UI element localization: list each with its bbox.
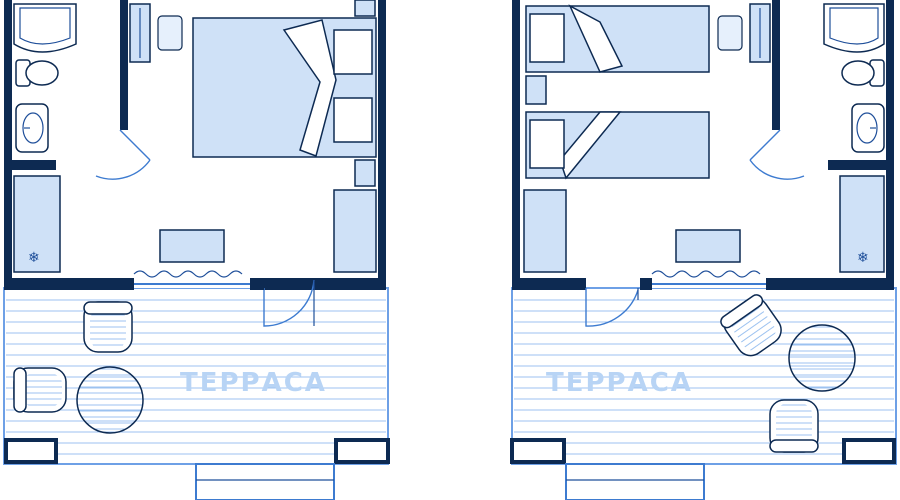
sink-icon — [15, 103, 49, 153]
room-double: ТЕРРАСА — [3, 0, 390, 500]
single-bed[interactable] — [525, 111, 710, 180]
sink-icon — [851, 103, 885, 153]
room-twin: ТЕРРАСА — [510, 0, 897, 500]
terrace-table[interactable] — [788, 324, 856, 392]
terrace-right: ТЕРРАСА — [510, 287, 897, 500]
double-bed[interactable] — [192, 17, 377, 158]
terrace-left: ТЕРРАСА — [3, 287, 390, 500]
terrace-chair[interactable] — [719, 293, 787, 361]
fridge[interactable]: ❄ — [839, 175, 885, 273]
terrace-label: ТЕРРАСА — [546, 368, 693, 398]
snowflake-icon: ❄ — [28, 250, 40, 266]
terrace-chair[interactable] — [769, 399, 819, 453]
fridge[interactable]: ❄ — [13, 175, 61, 273]
toilet-icon — [841, 59, 885, 87]
bathroom-left — [13, 3, 151, 180]
tv[interactable] — [675, 229, 741, 263]
terrace-chair[interactable] — [83, 301, 133, 353]
bathroom-right — [749, 3, 885, 180]
snowflake-icon: ❄ — [857, 250, 869, 266]
tv[interactable] — [159, 229, 225, 263]
single-bed[interactable] — [525, 4, 710, 73]
terrace-chair[interactable] — [13, 367, 67, 413]
toilet-icon — [15, 59, 59, 87]
terrace-table[interactable] — [76, 366, 144, 434]
terrace-label: ТЕРРАСА — [180, 368, 327, 398]
